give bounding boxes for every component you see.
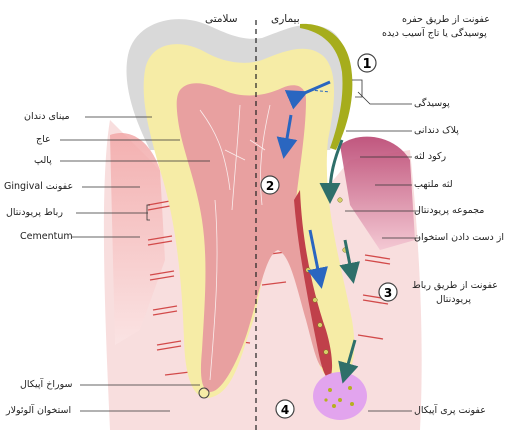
- label-apical-foramen: سوراخ آپیکال: [20, 379, 72, 390]
- header-healthy: سلامتی: [205, 14, 238, 25]
- svg-text:4: 4: [281, 403, 289, 417]
- step-1: 1: [358, 54, 376, 72]
- label-enamel: مینای دندان: [24, 111, 70, 122]
- label-caries: پوسیدگی: [414, 98, 450, 109]
- label-cementum: Cementum: [20, 231, 73, 242]
- caries-infection-line-2: پوسیدگی یا تاج آسیب دیده: [382, 28, 487, 39]
- label-gingival-infection: عفونت Gingival: [4, 181, 73, 192]
- svg-text:3: 3: [384, 286, 392, 300]
- label-dental-plaque: پلاک دندانی: [414, 125, 459, 136]
- apical-abscess: [313, 372, 367, 420]
- caries-infection-line-1: عفونت از طریق حفره: [402, 14, 490, 25]
- label-perio-infection-1: عفونت از طریق رباط: [412, 280, 498, 291]
- label-inflamed-gum: لثه ملتهب: [414, 179, 453, 190]
- header-disease: بیماری: [271, 14, 300, 25]
- label-perio-infection-2: پریودنتال: [436, 294, 471, 305]
- label-periodontal-ligament: رباط پریودنتال: [6, 207, 63, 218]
- step-2: 2: [261, 176, 279, 194]
- step-4: 4: [276, 400, 294, 418]
- label-periodontal-complex: مجموعه پریودنتال: [414, 205, 484, 216]
- svg-text:1: 1: [362, 57, 371, 72]
- label-alveolar-bone: استخوان آلوئولار: [6, 405, 71, 416]
- svg-text:2: 2: [266, 179, 274, 193]
- label-gum-recession: رکود لثه: [414, 151, 446, 162]
- label-apical-infection: عفونت پری آپیکال: [414, 405, 486, 416]
- label-dentin: عاج: [36, 134, 51, 145]
- label-pulp: پالپ: [34, 155, 52, 166]
- label-bone-loss: از دست دادن استخوان: [414, 232, 504, 243]
- step-3: 3: [379, 283, 397, 301]
